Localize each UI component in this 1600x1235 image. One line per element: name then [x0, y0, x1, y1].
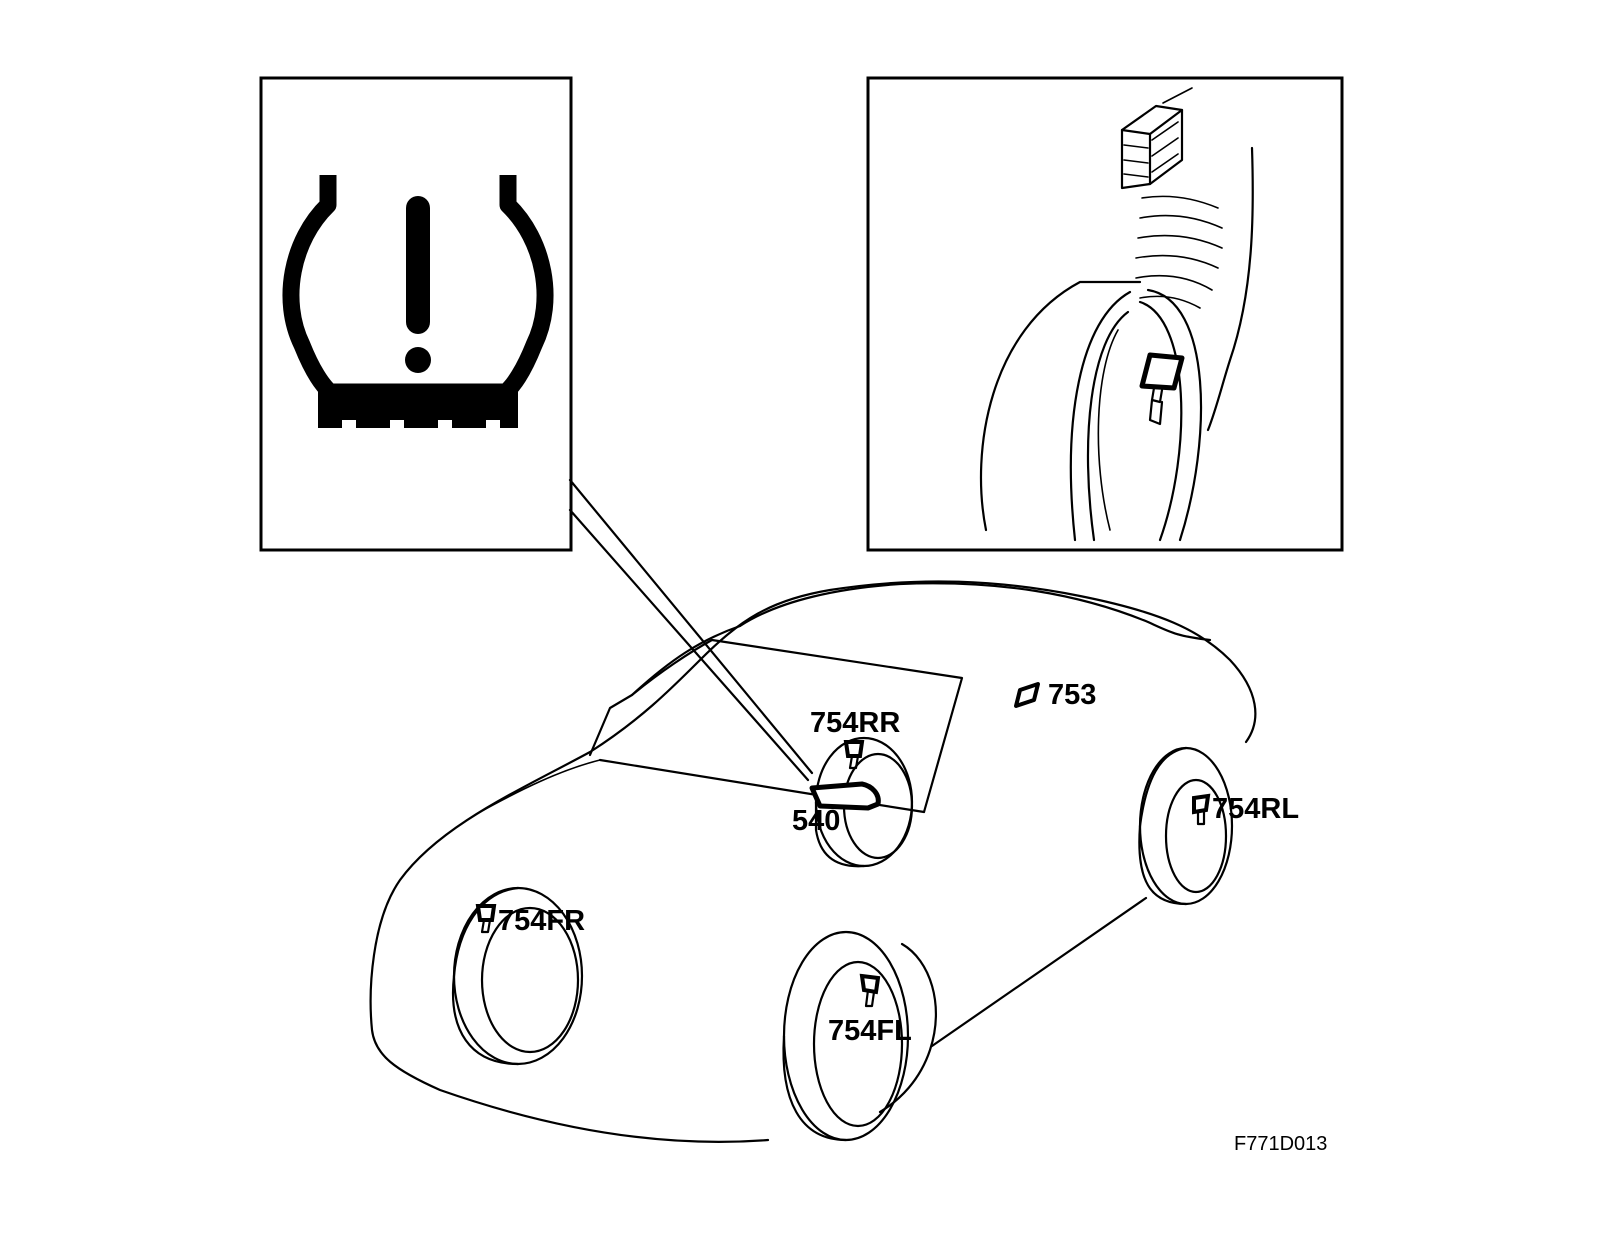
sensor-front-left	[859, 973, 881, 1008]
tire-pressure-sensor-icon	[1139, 352, 1185, 426]
sensor-rear-left	[1192, 793, 1211, 826]
label-753: 753	[1048, 679, 1096, 711]
tire-pressure-warning-icon	[282, 175, 554, 428]
label-754rl: 754RL	[1212, 793, 1299, 825]
tpms-module	[1014, 682, 1040, 708]
label-754fr: 754FR	[498, 905, 585, 937]
warning-lamp-inset	[259, 76, 573, 552]
receiver-inset	[866, 76, 1344, 552]
figure-id: F771D013	[1234, 1133, 1327, 1155]
label-754rr: 754RR	[810, 707, 900, 739]
wheel-front-left	[782, 930, 937, 1142]
sensor-front-right	[475, 904, 497, 934]
tpms-receiver-icon	[1120, 87, 1193, 190]
instrument-cluster	[809, 781, 881, 811]
signal-waves	[1135, 195, 1223, 309]
callout-leader	[568, 478, 814, 782]
wheel-front-right	[451, 886, 584, 1066]
wheel-rear-left	[1138, 746, 1234, 906]
label-754fl: 754FL	[828, 1015, 912, 1047]
label-540: 540	[792, 805, 840, 837]
sensor-rear-right	[843, 740, 865, 770]
car-outline	[369, 580, 1257, 1143]
